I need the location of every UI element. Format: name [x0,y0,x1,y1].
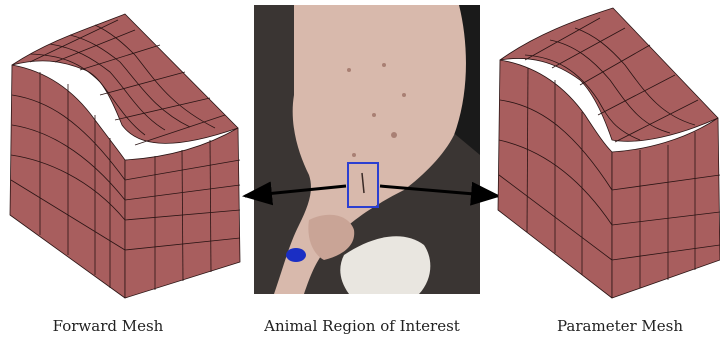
blue-band [286,248,306,262]
parameter-mesh-caption: Parameter Mesh [557,317,683,335]
parameter-mesh-right-face [612,118,720,298]
forward-mesh-block [10,14,240,298]
parameter-mesh-block [498,8,720,298]
forward-mesh-caption: Forward Mesh [53,317,164,335]
forward-mesh-diagram [0,0,250,310]
animal-region-photo [254,5,480,294]
forward-mesh-left-face [10,65,125,298]
parameter-mesh-diagram [490,0,720,310]
animal-region-caption: Animal Region of Interest [264,317,460,335]
